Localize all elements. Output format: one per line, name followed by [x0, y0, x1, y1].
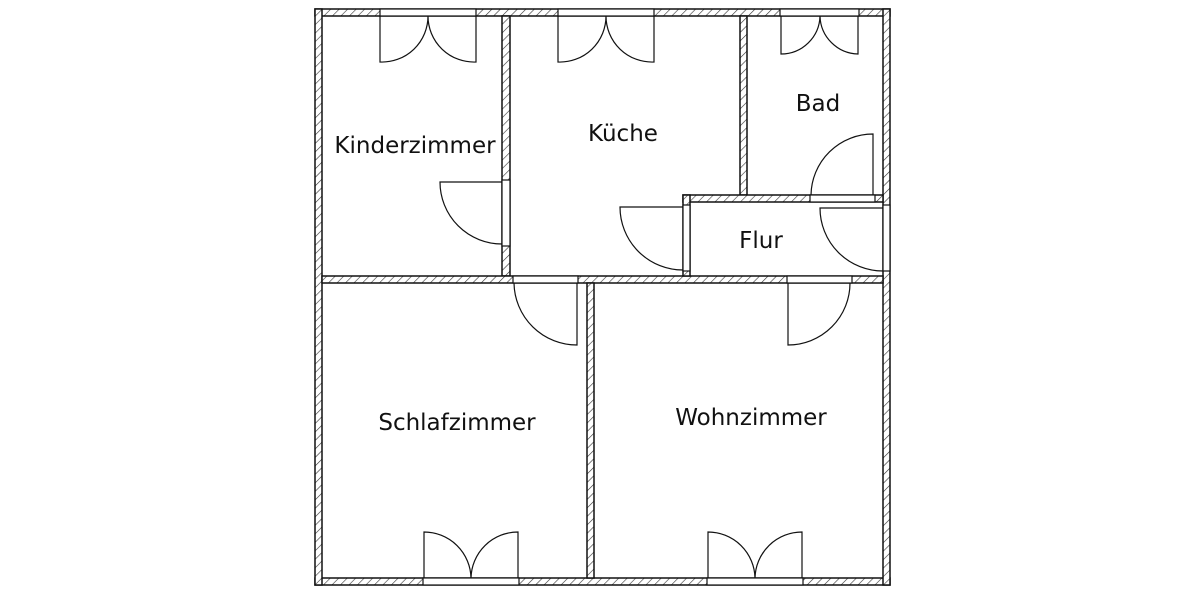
window-kinderzimmer — [379, 8, 477, 17]
door-opening-bad — [809, 194, 876, 203]
wall-schlaf-wohn — [586, 282, 595, 579]
window-swing-schlafzimmer — [423, 531, 519, 579]
label-kueche: Küche — [588, 121, 658, 147]
door-swing-kinderzimmer — [439, 181, 503, 245]
door-opening-schlafzimmer — [512, 275, 579, 284]
door-swing-bad — [810, 133, 874, 196]
window-swing-wohnzimmer — [707, 531, 803, 579]
wall-middle — [321, 275, 884, 284]
room-labels: Kinderzimmer Küche Bad Flur Schlafzimmer… — [334, 91, 840, 436]
wall-bottom — [314, 577, 891, 586]
door-swings — [379, 15, 884, 579]
window-swing-bad — [780, 15, 859, 55]
label-schlafzimmer: Schlafzimmer — [378, 410, 536, 436]
wall-right — [882, 8, 891, 586]
door-swing-entrance — [819, 207, 884, 272]
window-swing-kueche — [557, 15, 655, 63]
window-swing-kinderzimmer — [379, 15, 477, 63]
door-swing-kueche — [619, 206, 684, 271]
door-swing-wohnzimmer — [787, 282, 851, 346]
window-schlafzimmer — [422, 577, 520, 586]
wall-left — [314, 8, 323, 586]
door-opening-kueche — [682, 204, 691, 272]
label-kinderzimmer: Kinderzimmer — [334, 133, 496, 159]
window-bad — [779, 8, 860, 17]
window-kueche — [557, 8, 655, 17]
door-opening-entrance — [882, 204, 891, 272]
wall-kueche-bad — [739, 15, 748, 196]
door-opening-kinderzimmer — [501, 179, 511, 247]
door-swing-schlafzimmer — [513, 282, 578, 346]
label-flur: Flur — [739, 228, 783, 254]
door-opening-wohnzimmer — [786, 275, 853, 284]
label-wohnzimmer: Wohnzimmer — [675, 405, 827, 431]
label-bad: Bad — [796, 91, 840, 117]
window-wohnzimmer — [706, 577, 804, 586]
